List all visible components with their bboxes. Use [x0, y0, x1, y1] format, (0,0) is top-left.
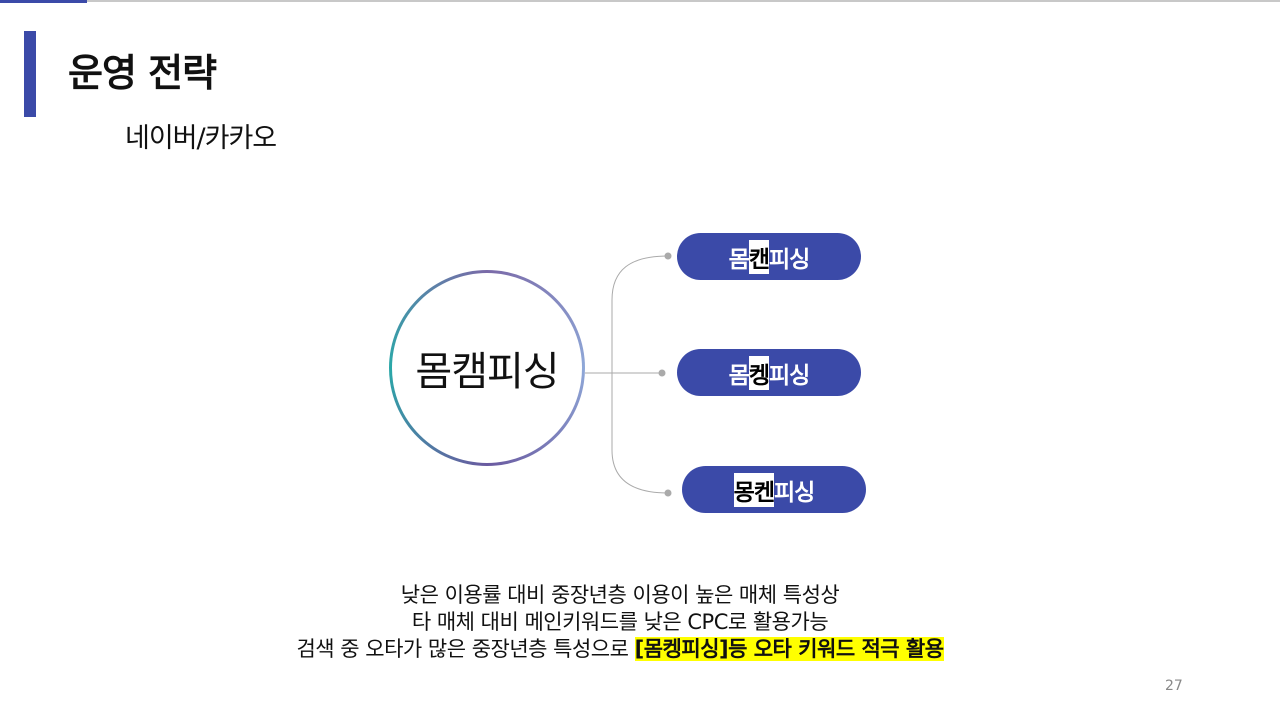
center-keyword-circle: 몸캠피싱	[389, 270, 585, 466]
description-line-3-text: 검색 중 오타가 많은 중장년층 특성으로	[296, 637, 635, 661]
page-title: 운영 전략	[68, 51, 217, 95]
description-text: 낮은 이용률 대비 중장년층 이용이 높은 매체 특성상 타 매체 대비 메인키…	[0, 582, 1240, 663]
pill-text: 피싱	[769, 246, 810, 273]
pill-typo-highlight: 몽켄	[733, 472, 775, 507]
top-rule	[0, 0, 1280, 2]
progress-indicator	[0, 0, 87, 3]
description-line-3: 검색 중 오타가 많은 중장년층 특성으로 [몸켕피싱]등 오타 키워드 적극 …	[0, 636, 1240, 663]
pill-text: 몸	[728, 246, 750, 273]
description-line-2: 타 매체 대비 메인키워드를 낮은 CPC로 활용가능	[411, 610, 829, 634]
keyword-pill-3: 몽켄 피싱	[682, 466, 866, 513]
center-keyword: 몸캠피싱	[392, 273, 582, 463]
pill-text: 피싱	[774, 479, 815, 506]
pill-typo-highlight: 캔	[748, 239, 770, 274]
page-number: 27	[1165, 678, 1183, 694]
title-accent-bar	[24, 31, 36, 117]
pill-text: 피싱	[769, 362, 810, 389]
pill-typo-highlight: 켕	[748, 355, 770, 390]
description-line-1: 낮은 이용률 대비 중장년층 이용이 높은 매체 특성상	[400, 583, 840, 607]
highlighted-text: [몸켕피싱]등 오타 키워드 적극 활용	[634, 637, 944, 661]
page-subtitle: 네이버/카카오	[125, 123, 277, 154]
pill-text: 몸	[728, 362, 750, 389]
